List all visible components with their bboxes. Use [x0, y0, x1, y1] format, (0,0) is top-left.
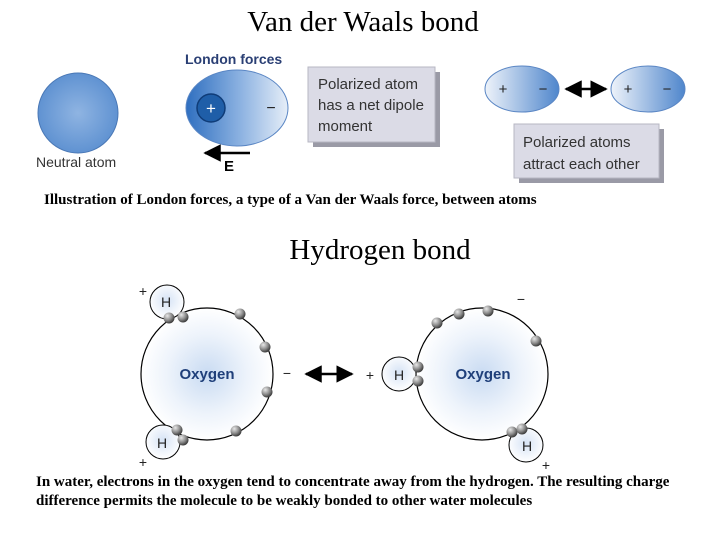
pair-right-plus: + — [624, 81, 633, 98]
electron — [516, 423, 528, 435]
electron — [163, 312, 175, 324]
dipole-box-line-1: Polarized atom — [318, 76, 418, 93]
electron — [177, 434, 189, 446]
title-van-der-waals: Van der Waals bond — [247, 6, 479, 38]
electron — [453, 308, 465, 320]
dipole-box-line-2: has a net dipole — [318, 97, 424, 114]
electron — [431, 317, 443, 329]
polarized-plus: + — [206, 99, 216, 118]
electron — [412, 361, 424, 373]
dipole-info-box: Polarized atom has a net dipole moment — [307, 66, 440, 147]
london-forces-label: London forces — [185, 51, 282, 67]
electron — [530, 335, 542, 347]
pair-right-minus: − — [663, 81, 672, 98]
minus-left: − — [283, 365, 291, 381]
h-label-top-left: H — [161, 294, 171, 310]
polarized-minus: − — [266, 100, 275, 117]
electron — [412, 375, 424, 387]
electron — [506, 426, 518, 438]
dipole-box-line-3: moment — [318, 118, 373, 135]
electron — [234, 308, 246, 320]
attract-box-line-2: attract each other — [523, 156, 640, 173]
electron — [259, 341, 271, 353]
plus-right-left: + — [366, 367, 374, 383]
electron — [261, 386, 273, 398]
electron — [230, 425, 242, 437]
nucleus — [196, 93, 226, 123]
pair-atom-left — [484, 65, 560, 113]
water-molecule-right: Oxygen H + H + − — [366, 291, 550, 473]
pair-left-minus: − — [539, 81, 548, 98]
h-label-right-left: H — [394, 367, 404, 383]
hydrogen-atom-left-side — [381, 356, 417, 392]
electron — [171, 424, 183, 436]
h-label-bottom-right: H — [522, 438, 532, 454]
caption-hydrogen-bond: In water, electrons in the oxygen tend t… — [36, 474, 670, 509]
h-label-bottom-left: H — [157, 435, 167, 451]
title-hydrogen-bond: Hydrogen bond — [289, 234, 471, 266]
electron — [482, 305, 494, 317]
polarized-atom — [185, 69, 289, 147]
pair-atom-right — [610, 65, 686, 113]
water-molecule-left: Oxygen H + H + − — [139, 283, 291, 470]
electric-field-label: E — [224, 158, 234, 175]
pair-left-plus: + — [499, 81, 508, 98]
attract-info-box: Polarized atoms attract each other — [513, 123, 664, 183]
plus-bottom-left: + — [139, 454, 147, 470]
attract-box-line-1: Polarized atoms — [523, 134, 631, 151]
neutral-atom — [37, 72, 119, 154]
minus-right: − — [517, 291, 525, 307]
electron — [177, 311, 189, 323]
oxygen-atom-left — [140, 307, 274, 441]
plus-bottom-right: + — [542, 457, 550, 473]
plus-top-left: + — [139, 283, 147, 299]
oxygen-label-left: Oxygen — [179, 366, 234, 383]
oxygen-label-right: Oxygen — [455, 366, 510, 383]
caption-london-forces: Illustration of London forces, a type of… — [44, 192, 537, 208]
neutral-atom-label: Neutral atom — [36, 154, 116, 170]
